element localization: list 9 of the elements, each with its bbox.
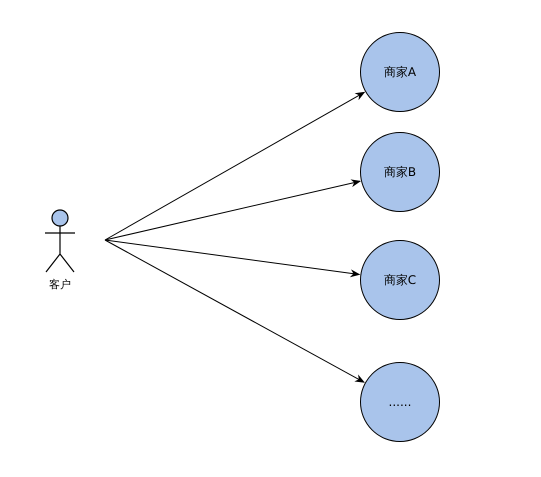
- circle-node: 商家B: [360, 132, 440, 212]
- circle-node: ......: [360, 362, 440, 442]
- circle-node: 商家C: [360, 240, 440, 320]
- actor-label: 客户: [48, 277, 72, 292]
- arrow: [104, 240, 360, 278]
- arrow: [104, 179, 362, 240]
- circle-node: 商家A: [360, 32, 440, 112]
- arrow: [104, 92, 366, 240]
- arrow: [104, 240, 365, 383]
